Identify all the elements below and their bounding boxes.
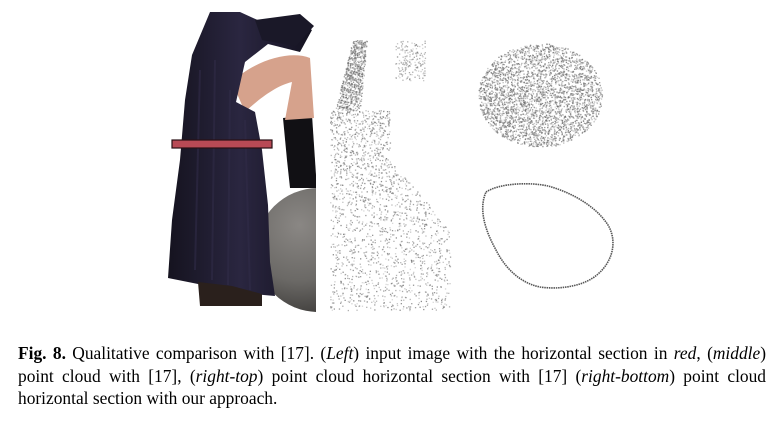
section-ours-panel	[481, 182, 614, 289]
horizontal-section-band	[171, 139, 273, 149]
input-image-panel	[168, 12, 316, 312]
figure-caption: Fig. 8. Qualitative comparison with [17]…	[18, 343, 766, 409]
shoe	[198, 282, 262, 306]
boot	[283, 115, 316, 188]
figure	[168, 12, 614, 312]
point-cloud-panel	[330, 40, 452, 312]
section-contour	[481, 182, 614, 289]
leg-skin	[232, 55, 314, 120]
section-17-panel	[478, 43, 604, 148]
figure-label: Fig. 8.	[18, 343, 66, 363]
coat	[168, 12, 312, 296]
